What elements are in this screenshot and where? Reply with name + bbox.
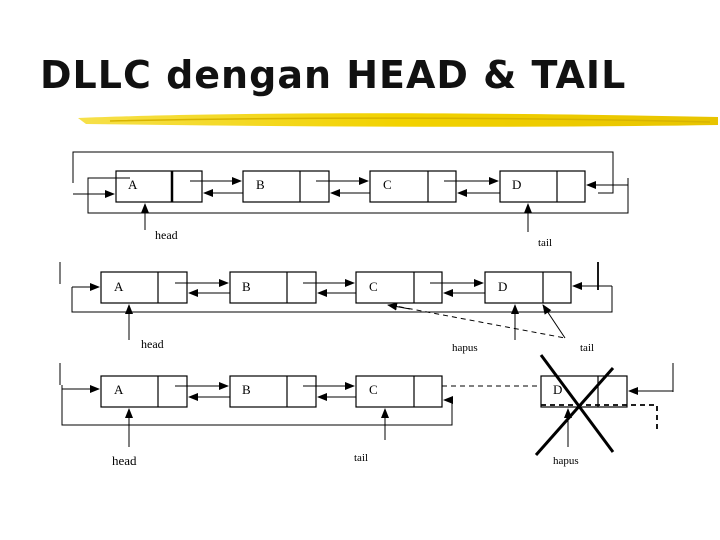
- node-label: D: [498, 279, 507, 294]
- node-label: C: [369, 279, 378, 294]
- head-label: head: [112, 453, 137, 468]
- slide-title: DLLC dengan HEAD & TAIL: [40, 53, 627, 97]
- delete-cross-icon: [534, 367, 615, 456]
- head-label: head: [141, 337, 164, 351]
- node-b: B: [229, 271, 317, 304]
- node-label: D: [512, 177, 521, 192]
- node-label: D: [553, 382, 562, 397]
- node-c: C: [355, 271, 443, 304]
- hapus-label: hapus: [452, 342, 478, 354]
- diagram-2: A B C D head hapu: [59, 262, 613, 354]
- tail-label: tail: [354, 452, 368, 464]
- node-label: B: [242, 279, 251, 294]
- node-c: C: [369, 170, 457, 203]
- node-b: B: [242, 170, 330, 203]
- hapus-label: hapus: [553, 455, 579, 467]
- diagram-1: A B C D head tail: [72, 151, 629, 249]
- node-d: D: [484, 271, 572, 304]
- new-tail-dashed-line: [389, 304, 566, 339]
- tail-pointer: [542, 304, 566, 339]
- node-d: D: [499, 170, 586, 203]
- removed-circular-link: [541, 404, 658, 430]
- tail-label: tail: [538, 237, 552, 249]
- delete-cross-icon: [539, 354, 615, 453]
- new-tail-arrow: [387, 302, 411, 311]
- title-underline: [78, 113, 718, 127]
- node-label: B: [242, 382, 251, 397]
- node-label: A: [128, 177, 138, 192]
- circular-link-bottom: [87, 177, 629, 214]
- head-label: head: [155, 228, 178, 242]
- tail-label: tail: [580, 342, 594, 354]
- node-label: C: [369, 382, 378, 397]
- node-a: A: [100, 375, 188, 408]
- node-a: A: [115, 170, 203, 203]
- circular-link-bottom: [61, 385, 453, 426]
- circular-link-bottom: [71, 286, 613, 313]
- node-label: C: [383, 177, 392, 192]
- node-label: A: [114, 382, 124, 397]
- node-label: A: [114, 279, 124, 294]
- node-a: A: [100, 271, 188, 304]
- diagram-3: A B C D: [59, 354, 674, 468]
- node-b: B: [229, 375, 317, 408]
- node-label: B: [256, 177, 265, 192]
- node-d-deleted: D: [534, 354, 628, 456]
- node-c: C: [355, 375, 443, 408]
- circular-link-top: [72, 151, 614, 194]
